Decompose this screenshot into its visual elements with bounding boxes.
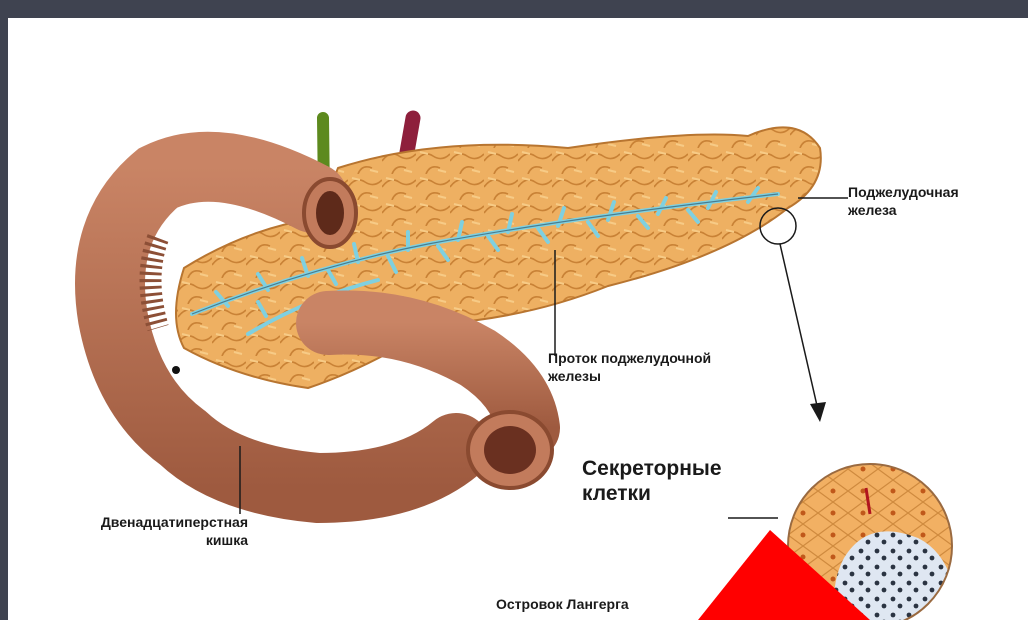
label-pancreas: Поджелудочная железа [848, 184, 959, 219]
label-duodenum-line2: кишка [10, 532, 248, 550]
label-duodenum: Двенадцатиперстная кишка [10, 514, 248, 549]
label-duodenum-line1: Двенадцатиперстная [10, 514, 248, 532]
slide: Поджелудочная железа Проток поджелудочно… [8, 18, 1028, 620]
papilla [172, 366, 180, 374]
label-duct-line1: Проток поджелудочной [548, 350, 711, 368]
label-pancreas-line2: железа [848, 202, 959, 220]
label-pancreas-line1: Поджелудочная [848, 184, 959, 202]
label-secretory-cells: Секреторные клетки [582, 456, 722, 506]
label-secretory-line2: клетки [582, 481, 722, 506]
label-duct-line2: железы [548, 368, 711, 386]
label-secretory-line1: Секреторные [582, 456, 722, 481]
arrow-head [810, 402, 826, 422]
label-pancreatic-duct: Проток поджелудочной железы [548, 350, 711, 385]
label-islet: Островок Лангерга [496, 596, 629, 614]
